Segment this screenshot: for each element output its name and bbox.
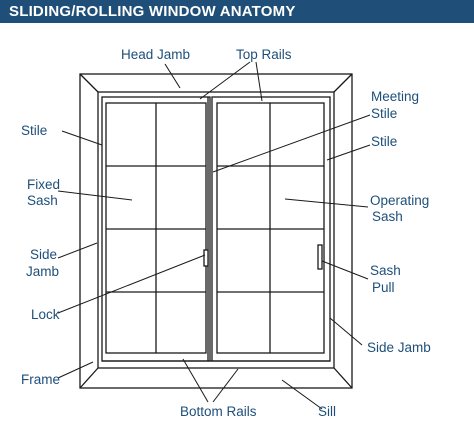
label-meeting-stile-2: Stile — [371, 106, 397, 121]
inner-frame — [97, 91, 335, 369]
sash-pull-hardware — [317, 244, 323, 270]
label-meeting-stile-1: Meeting — [371, 89, 419, 104]
leader-head-jamb — [164, 63, 181, 89]
label-sash-pull-2: Pull — [372, 280, 395, 295]
diagram-title: SLIDING/ROLLING WINDOW ANATOMY — [9, 3, 296, 20]
frame-corner-br — [333, 367, 353, 389]
label-sash-pull-1: Sash — [370, 263, 401, 278]
label-frame: Frame — [21, 372, 60, 387]
leader-top-rails-a — [199, 61, 251, 100]
leader-operating-sash — [284, 198, 369, 208]
leader-bottom-rails-a — [182, 358, 209, 403]
label-head-jamb: Head Jamb — [121, 47, 190, 62]
label-fixed-sash-2: Sash — [27, 193, 58, 208]
label-side-jamb-left-1: Side — [30, 247, 57, 262]
leader-frame — [57, 361, 94, 379]
label-fixed-sash-1: Fixed — [27, 177, 60, 192]
label-sill: Sill — [318, 404, 336, 419]
label-bottom-rails: Bottom Rails — [180, 404, 257, 419]
label-stile-right: Stile — [371, 134, 397, 149]
leader-lines — [57, 61, 371, 410]
outer-frame — [79, 73, 353, 389]
label-operating-sash-1: Operating — [370, 193, 429, 208]
leader-lock — [57, 254, 206, 314]
leader-side-jamb-left — [57, 242, 98, 259]
frame-corner-bl — [79, 367, 99, 389]
leader-top-rails-b — [255, 61, 263, 102]
labels: Head Jamb Top Rails Meeting Stile Stile … — [21, 47, 431, 419]
label-lock: Lock — [31, 307, 60, 322]
label-stile-left: Stile — [21, 123, 47, 138]
title-bar: SLIDING/ROLLING WINDOW ANATOMY — [0, 0, 474, 23]
window-illustration — [79, 73, 353, 389]
leader-meeting-stile — [212, 114, 371, 173]
label-side-jamb-right: Side Jamb — [367, 340, 431, 355]
leader-side-jamb-right — [329, 317, 363, 346]
leader-sill — [281, 379, 323, 410]
label-top-rails: Top Rails — [236, 47, 292, 62]
leader-stile-right — [326, 144, 371, 161]
frame-corner-tr — [333, 73, 353, 93]
leader-fixed-sash — [57, 190, 133, 201]
leader-stile-left — [61, 130, 103, 146]
leader-sash-pull — [321, 260, 369, 280]
label-side-jamb-left-2: Jamb — [26, 264, 59, 279]
leader-bottom-rails-b — [212, 368, 239, 403]
label-operating-sash-2: Sash — [372, 209, 403, 224]
frame-corner-tl — [79, 73, 99, 93]
lock-hardware — [203, 249, 209, 267]
